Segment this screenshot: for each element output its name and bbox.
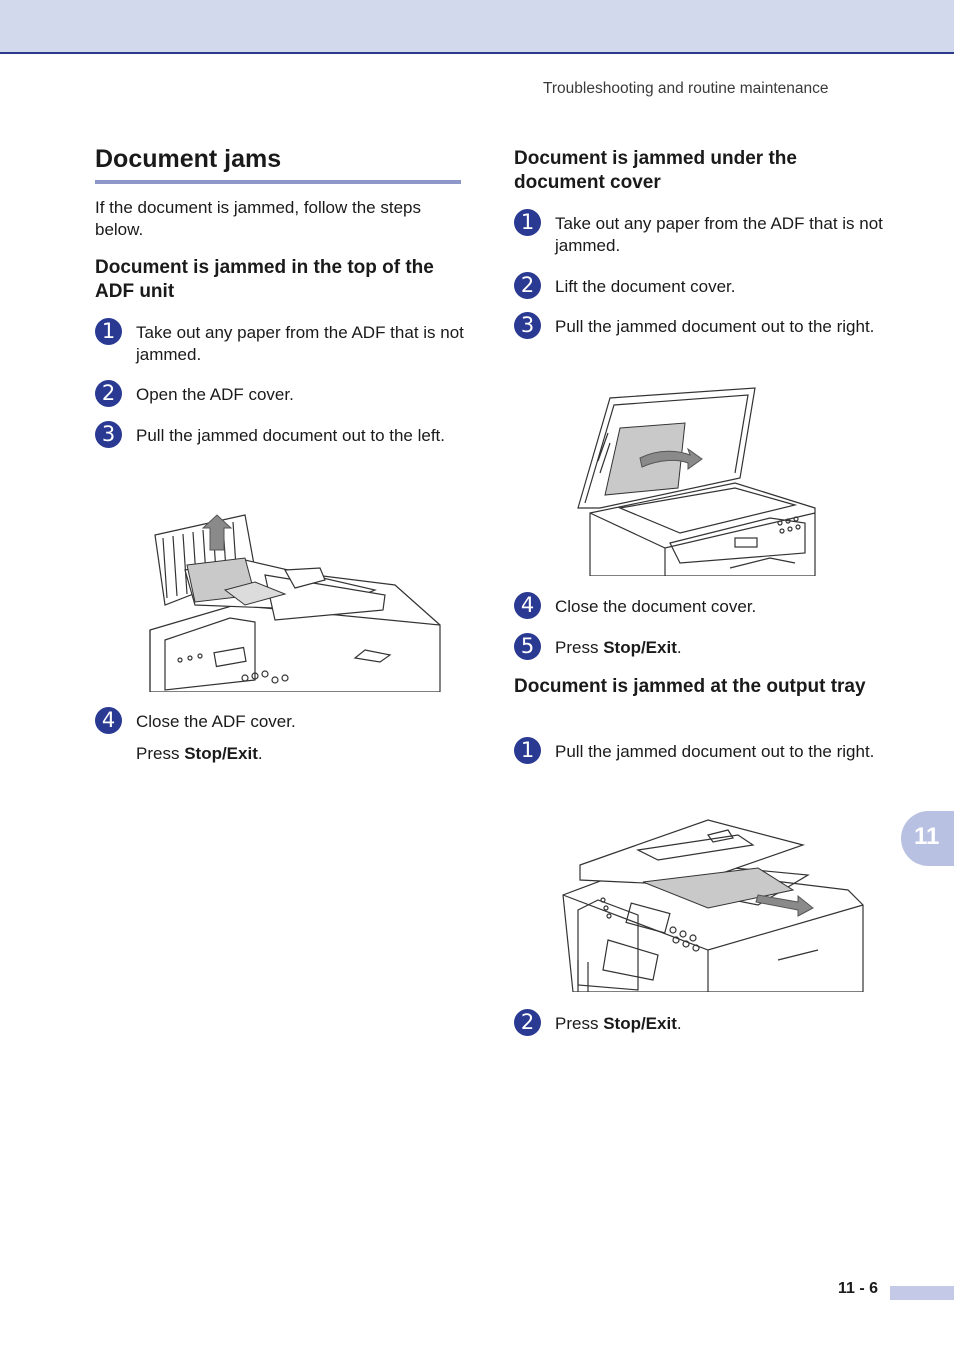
footer-bar [890, 1286, 954, 1300]
step-number-badge: 4 [514, 592, 541, 619]
chapter-tab: 11 [901, 811, 954, 866]
chapter-number: 11 [914, 823, 940, 850]
step-text: Pull the jammed document out to the righ… [555, 742, 875, 761]
press-suffix: . [676, 638, 682, 657]
step-number-badge: 1 [95, 318, 122, 345]
key-name: Stop/Exit [603, 1014, 677, 1033]
section-heading-output-tray: Document is jammed at the output tray [514, 676, 866, 697]
step-text: Close the ADF cover. [136, 712, 296, 731]
section-heading-document-cover: Document is jammed under the document co… [514, 148, 797, 193]
step-text: Pull the jammed document out to the left… [136, 426, 446, 445]
step-number-badge: 3 [95, 421, 122, 448]
document-cover-jam-illustration [577, 387, 816, 576]
press-suffix: . [257, 744, 263, 763]
key-name: Stop/Exit [184, 744, 258, 763]
title-rule [95, 180, 461, 184]
step-text: Press Stop/Exit. [555, 637, 885, 659]
step-text: Open the ADF cover. [136, 385, 294, 404]
step-number-badge: 2 [514, 1009, 541, 1036]
adf-jam-illustration [149, 514, 441, 692]
press-prefix: Press [555, 638, 604, 657]
key-name: Stop/Exit [603, 638, 677, 657]
step-number-badge: 1 [514, 209, 541, 236]
header-band [0, 0, 954, 54]
page-title: Document jams [95, 145, 282, 173]
page-number: 11 - 6 [838, 1280, 879, 1297]
step-text: Pull the jammed document out to the righ… [555, 317, 875, 336]
step-number-badge: 3 [514, 312, 541, 339]
step-number-badge: 1 [514, 737, 541, 764]
step-number-badge: 2 [95, 380, 122, 407]
step-text: Press Stop/Exit. [555, 1013, 885, 1035]
press-prefix: Press [555, 1014, 604, 1033]
press-suffix: . [676, 1014, 682, 1033]
step-number-badge: 2 [514, 272, 541, 299]
running-title: Troubleshooting and routine maintenance [543, 80, 829, 97]
intro-text: If the document is jammed, follow the st… [95, 198, 421, 239]
step-text: Lift the document cover. [555, 277, 736, 296]
step-number-badge: 5 [514, 633, 541, 660]
output-tray-jam-illustration [562, 819, 864, 992]
section-heading-adf-top: Document is jammed in the top of the ADF… [95, 257, 434, 302]
step-text: Close the document cover. [555, 597, 757, 616]
step-text: Take out any paper from the ADF that is … [555, 214, 883, 255]
step-text: Take out any paper from the ADF that is … [136, 323, 464, 364]
press-prefix: Press [136, 744, 185, 763]
press-stop-exit-text: Press Stop/Exit. [136, 743, 466, 765]
step-number-badge: 4 [95, 707, 122, 734]
